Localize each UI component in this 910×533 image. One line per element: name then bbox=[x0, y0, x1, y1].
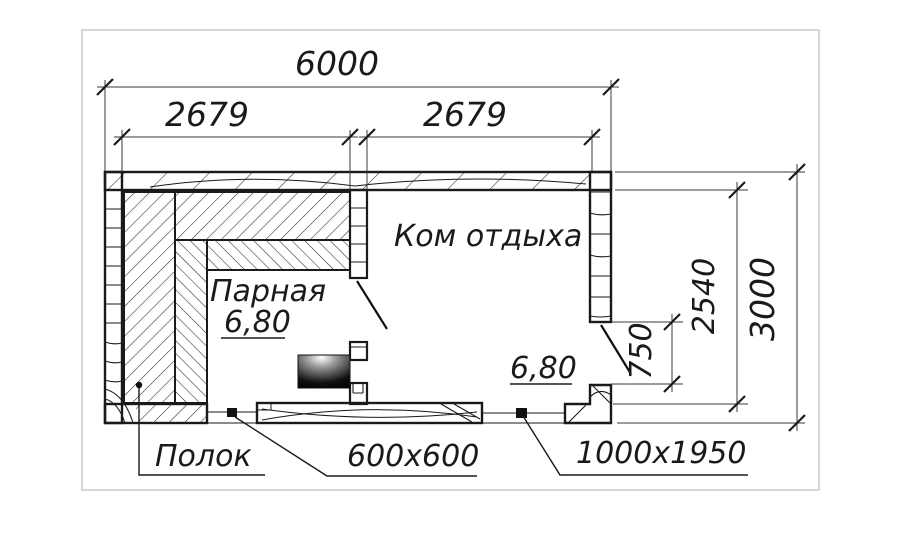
stove-symbol bbox=[297, 354, 351, 389]
page-frame bbox=[81, 29, 820, 491]
window-opening bbox=[207, 408, 257, 424]
bench-leader-dot bbox=[135, 381, 143, 389]
callout-bench-label: Полок bbox=[155, 439, 252, 474]
wall-bottom-left bbox=[103, 402, 209, 425]
dim-750-label: 750 bbox=[624, 322, 659, 379]
room-steam-area-label: 6,80 bbox=[224, 305, 291, 340]
walls bbox=[103, 170, 613, 425]
dim-3000-label: 3000 bbox=[743, 257, 782, 341]
dim-2679-left-label: 2679 bbox=[165, 95, 249, 134]
dim-2540-label: 2540 bbox=[687, 258, 722, 334]
bench-left-upper bbox=[123, 191, 176, 404]
benches bbox=[123, 191, 351, 404]
bench-left-lower bbox=[174, 239, 208, 404]
dimension-ticks bbox=[96, 78, 806, 432]
dimensions: 6000 2679 2679 3000 2540 750 bbox=[96, 44, 806, 432]
dim-6000-label: 6000 bbox=[295, 44, 379, 83]
callout-window-label: 600х600 bbox=[347, 439, 479, 474]
bench-leader bbox=[138, 386, 265, 476]
door-swing-entrance bbox=[600, 324, 632, 375]
room-rest-label: Ком отдыха bbox=[394, 219, 582, 254]
wall-right bbox=[588, 170, 613, 324]
door-marker bbox=[516, 408, 527, 418]
partition bbox=[348, 188, 369, 406]
wall-top bbox=[103, 170, 613, 192]
wall-bottom-log bbox=[255, 401, 484, 425]
callouts: Полок 600х600 1000х1950 bbox=[135, 381, 748, 477]
bench-top-lower bbox=[206, 239, 351, 271]
window-marker bbox=[227, 408, 237, 417]
room-labels: Ком отдыха Парная 6,80 6,80 bbox=[210, 219, 582, 386]
wall-corner-right bbox=[563, 383, 613, 425]
dim-2679-right-label: 2679 bbox=[423, 95, 507, 134]
bench-top-upper bbox=[174, 191, 351, 241]
door-opening bbox=[482, 408, 565, 424]
room-rest-area-label: 6,80 bbox=[510, 351, 577, 386]
wall-left bbox=[103, 170, 134, 425]
callout-door-label: 1000х1950 bbox=[576, 436, 746, 471]
door-leader bbox=[522, 415, 748, 476]
window-leader bbox=[234, 416, 477, 477]
door-swing-partition bbox=[356, 280, 388, 330]
door-swings bbox=[356, 280, 632, 375]
room-steam-label: Парная bbox=[210, 274, 326, 309]
